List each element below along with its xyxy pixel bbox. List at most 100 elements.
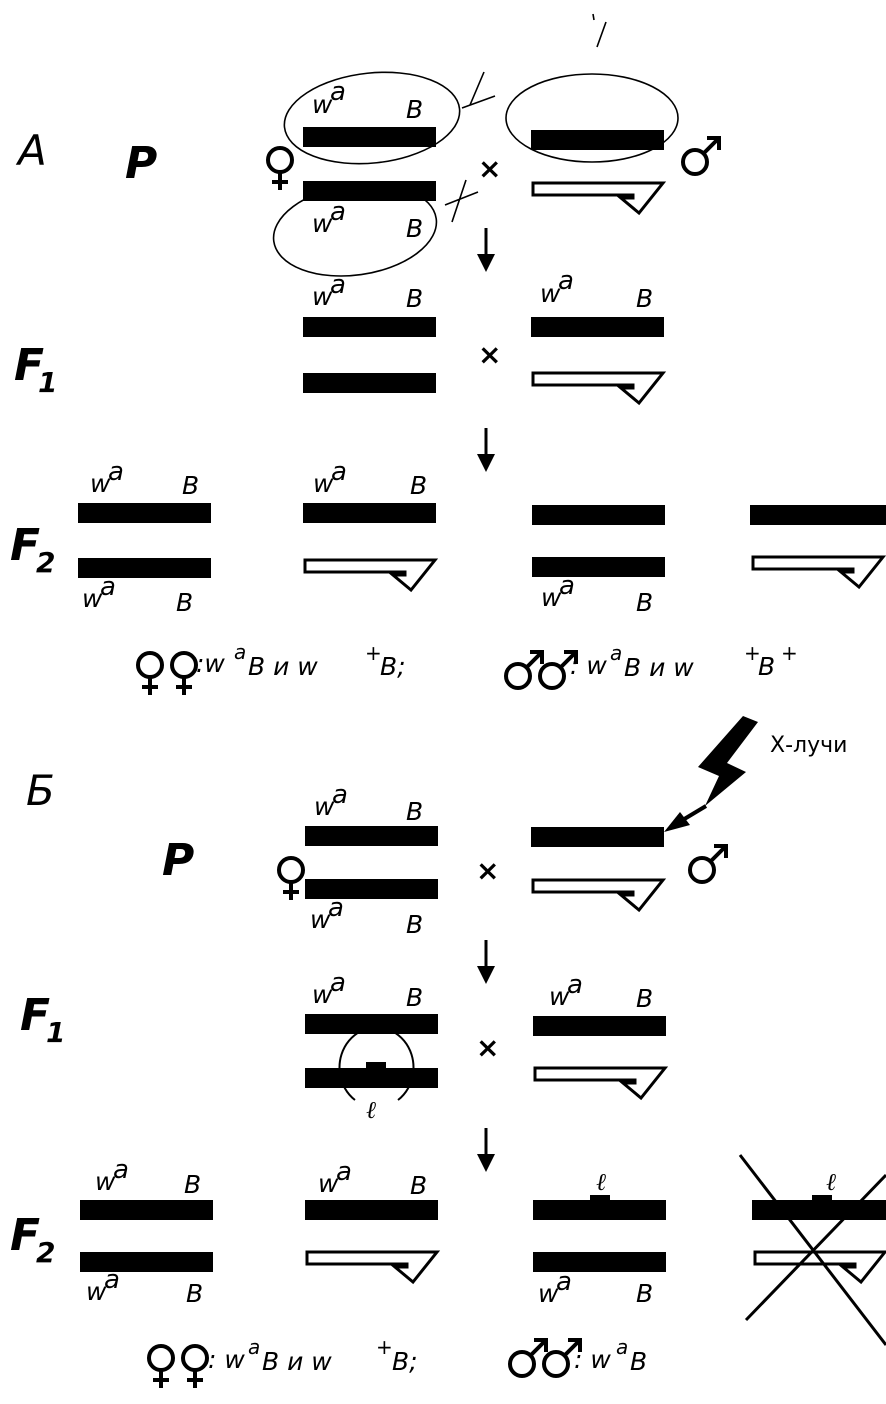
lethal-label: ℓ bbox=[596, 1168, 606, 1196]
gene-label-b: B bbox=[636, 588, 653, 617]
result-male-label: : w bbox=[574, 1345, 611, 1374]
cross-sign: × bbox=[476, 1031, 499, 1064]
plus-sign: + bbox=[376, 1335, 393, 1359]
allele-label-a: a bbox=[556, 1267, 572, 1297]
plus-sign: + bbox=[365, 641, 382, 665]
p-male-x-chromosome bbox=[531, 130, 664, 150]
part-b-generation-f2: F bbox=[10, 1210, 40, 1261]
gene-label-b: B bbox=[184, 1170, 201, 1199]
f1-female-lethal-chromosome bbox=[305, 1026, 438, 1101]
f2-chromosome bbox=[750, 505, 886, 525]
f2-chromosome bbox=[303, 503, 436, 523]
gene-label-w: w bbox=[540, 279, 561, 308]
female-symbol-icon bbox=[170, 651, 198, 697]
female-symbol-icon bbox=[147, 1344, 175, 1390]
part-b-generation-p: P bbox=[162, 835, 194, 886]
p-male-y-chromosome bbox=[531, 878, 665, 912]
gene-label-b: B bbox=[186, 1279, 203, 1308]
p-male-x-chromosome bbox=[531, 827, 664, 847]
female-symbol-icon bbox=[136, 651, 164, 697]
result-female-end: B; bbox=[392, 1347, 418, 1376]
result-male-tail: B bbox=[630, 1347, 647, 1376]
allele-label-a: a bbox=[610, 641, 622, 665]
f1-male-y-chromosome bbox=[533, 1066, 667, 1100]
cross-sign: × bbox=[478, 152, 501, 185]
arrow-down-icon bbox=[475, 226, 497, 274]
female-symbol-icon bbox=[266, 146, 294, 192]
lightning-bolt-icon bbox=[664, 716, 758, 832]
p-female-x-chromosome-2 bbox=[303, 181, 436, 201]
gene-label-b: B bbox=[182, 471, 199, 500]
gene-label-w: w bbox=[82, 584, 103, 613]
allele-label-a: a bbox=[234, 640, 246, 664]
plus-sign: + bbox=[744, 641, 761, 665]
f1-female-x-chromosome-2 bbox=[303, 373, 436, 393]
gene-label-b: B bbox=[406, 284, 423, 313]
f2-lethal-male bbox=[752, 1195, 886, 1284]
cross-sign: × bbox=[478, 338, 501, 371]
f2-lethal-chromosome bbox=[533, 1195, 666, 1220]
gene-label-w: w bbox=[313, 469, 334, 498]
allele-label-a: a bbox=[330, 270, 346, 300]
male-symbol-icon bbox=[504, 650, 544, 690]
p-male-y-chromosome bbox=[531, 181, 665, 215]
gene-label-w: w bbox=[541, 583, 562, 612]
gene-label-b: B bbox=[406, 95, 423, 124]
gene-label-w: w bbox=[312, 980, 333, 1009]
p-female-x-chromosome-1 bbox=[305, 826, 438, 846]
allele-label-a: a bbox=[558, 266, 574, 296]
f2-chromosome bbox=[80, 1200, 213, 1220]
allele-label-a: a bbox=[331, 457, 347, 487]
f2-y-chromosome bbox=[303, 558, 437, 592]
allele-label-a: a bbox=[330, 968, 346, 998]
result-female-label: :w bbox=[196, 649, 225, 678]
f1-male-x-chromosome bbox=[531, 317, 664, 337]
f2-subscript: 2 bbox=[36, 1236, 55, 1269]
allele-label-a: a bbox=[113, 1155, 129, 1185]
gene-label-b: B bbox=[410, 471, 427, 500]
p-female-x-chromosome-1 bbox=[303, 127, 436, 147]
part-b-label: Б bbox=[26, 766, 55, 815]
male-symbol-icon bbox=[688, 844, 728, 884]
female-symbol-icon bbox=[277, 856, 305, 902]
gene-label-w: w bbox=[95, 1167, 116, 1196]
f2-chromosome bbox=[80, 1252, 213, 1272]
plus-sign: + bbox=[781, 641, 798, 665]
gene-label-w: w bbox=[312, 282, 333, 311]
gene-label-w: w bbox=[312, 90, 333, 119]
allele-label-a: a bbox=[332, 780, 348, 810]
gene-label-b: B bbox=[410, 1171, 427, 1200]
allele-label-a: a bbox=[104, 1265, 120, 1295]
result-female-end: B; bbox=[380, 652, 406, 681]
allele-label-a: a bbox=[559, 571, 575, 601]
f1-subscript: 1 bbox=[46, 1016, 65, 1049]
gene-label-w: w bbox=[310, 905, 331, 934]
f1-female-x-chromosome-1 bbox=[305, 1014, 438, 1034]
female-symbol-icon bbox=[181, 1344, 209, 1390]
gene-label-b: B bbox=[176, 588, 193, 617]
gene-label-b: B bbox=[636, 1279, 653, 1308]
allele-label-a: a bbox=[616, 1335, 628, 1359]
result-male-tail: B и w bbox=[624, 653, 694, 682]
f2-chromosome bbox=[78, 558, 211, 578]
gene-label-b: B bbox=[406, 797, 423, 826]
gene-label-w: w bbox=[318, 1169, 339, 1198]
f1-subscript: 1 bbox=[38, 366, 57, 399]
gene-label-w: w bbox=[538, 1279, 559, 1308]
f1-male-x-chromosome bbox=[533, 1016, 666, 1036]
gene-label-w: w bbox=[549, 982, 570, 1011]
gene-label-w: w bbox=[314, 792, 335, 821]
f2-subscript: 2 bbox=[36, 546, 55, 579]
allele-label-a: a bbox=[108, 457, 124, 487]
gene-label-w: w bbox=[90, 469, 111, 498]
gene-label-w: w bbox=[312, 209, 333, 238]
result-female-tail: B и w bbox=[248, 652, 318, 681]
arrow-down-icon bbox=[475, 1126, 497, 1174]
male-symbol-icon bbox=[508, 1338, 548, 1378]
p-female-x-chromosome-2 bbox=[305, 879, 438, 899]
lethal-label: ℓ bbox=[366, 1096, 376, 1124]
allele-label-a: a bbox=[336, 1157, 352, 1187]
gene-label-w: w bbox=[86, 1277, 107, 1306]
xray-label: Х-лучи bbox=[770, 733, 847, 758]
